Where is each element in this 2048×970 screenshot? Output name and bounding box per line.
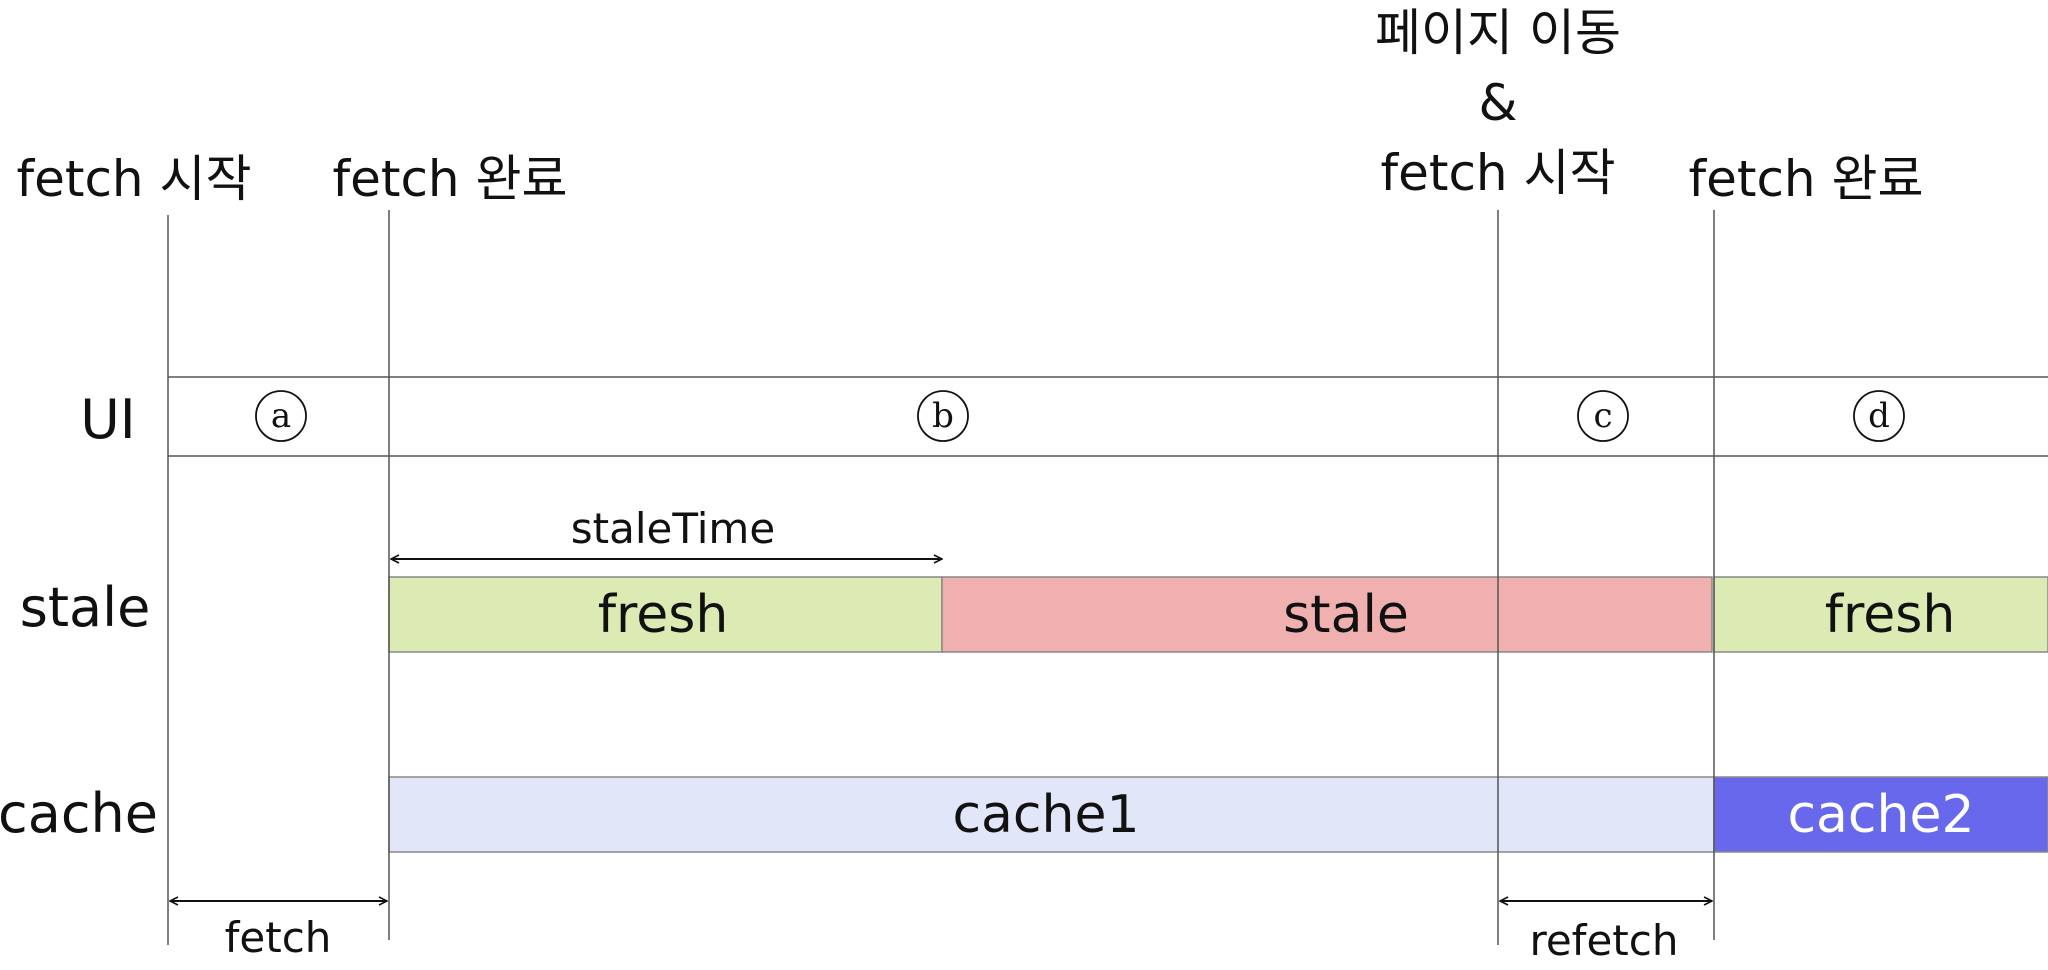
stale-bar-stale (941, 576, 1713, 653)
cache-bar-cache1 (388, 776, 1715, 853)
ui-state-d-letter: d (1868, 396, 1890, 436)
row-label-stale: stale (20, 576, 151, 639)
stale-bar-fresh-1 (388, 576, 943, 653)
event-fetch-done-label: fetch 완료 (332, 150, 567, 208)
fetch-interval-label: fetch (225, 913, 332, 962)
ui-state-d: d (1853, 390, 1905, 442)
ui-state-a: a (255, 390, 307, 442)
ui-state-b: b (917, 390, 969, 442)
ui-state-b-circle (917, 390, 969, 442)
event-fetch-start-label: fetch 시작 (16, 150, 251, 208)
stale-label: stale (1283, 585, 1409, 645)
event-fetch-done-2-label: fetch 완료 (1688, 150, 1923, 208)
event-page-move-label: 페이지 이동 (1375, 4, 1621, 62)
event-ampersand-label: & (1479, 74, 1518, 132)
ui-state-b-letter: b (932, 396, 954, 436)
cache1-label: cache1 (952, 785, 1139, 845)
ui-state-a-circle (255, 390, 307, 442)
row-label-cache: cache (0, 782, 158, 845)
ui-state-d-circle (1853, 390, 1905, 442)
ui-state-c-circle (1577, 390, 1629, 442)
stale-bar-fresh-2 (1713, 576, 2048, 653)
ui-state-c: c (1577, 390, 1629, 442)
event-refetch-start-label: fetch 시작 (1380, 144, 1615, 202)
ui-state-a-letter: a (271, 396, 291, 436)
fresh-2-label: fresh (1825, 585, 1956, 645)
refetch-interval-label: refetch (1530, 916, 1679, 965)
row-label-ui: UI (80, 388, 135, 451)
stale-time-label: staleTime (571, 504, 775, 553)
ui-state-c-letter: c (1593, 396, 1612, 436)
fresh-1-label: fresh (598, 585, 729, 645)
cache2-label: cache2 (1787, 785, 1974, 845)
